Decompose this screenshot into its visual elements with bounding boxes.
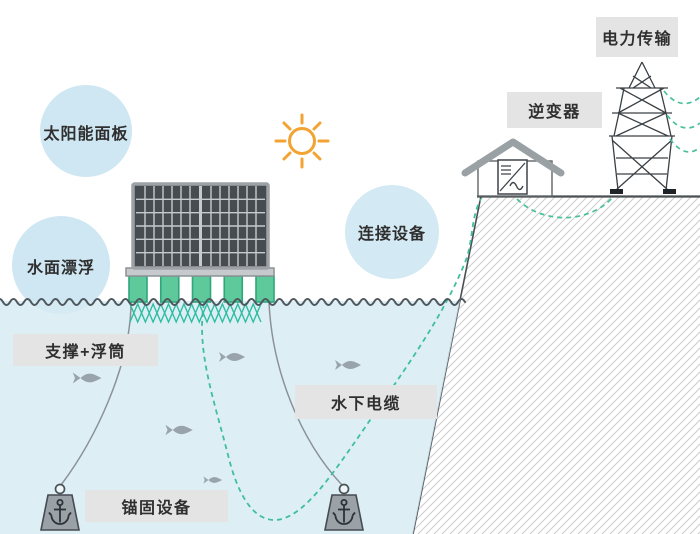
inverter-symbol-icon xyxy=(497,159,528,195)
label-connection-device: 连接设备 xyxy=(357,226,426,243)
transmission-tower-icon xyxy=(609,61,676,194)
shore-cable-line xyxy=(516,197,613,219)
solar-platform xyxy=(125,182,275,303)
label-support-buoy: 支撑+浮筒 xyxy=(13,334,158,366)
sun-icon xyxy=(274,113,330,169)
power-line-wires xyxy=(663,90,700,153)
bubble-solar-panel xyxy=(40,85,132,177)
hatched-shore xyxy=(412,195,700,534)
truss-zigzag xyxy=(129,302,262,324)
water-wave xyxy=(0,298,466,306)
label-water-surface-floating: 水面漂浮 xyxy=(26,260,95,277)
label-inverter: 逆变器 xyxy=(507,92,602,128)
label-bubbles xyxy=(12,85,439,314)
bubble-connection xyxy=(345,185,439,279)
bubble-water-floating xyxy=(12,216,110,314)
mooring-line-left xyxy=(60,301,132,486)
label-solar-panel: 太阳能面板 xyxy=(43,126,129,143)
solar-panel-array xyxy=(131,182,270,270)
underwater-cable-line xyxy=(201,198,482,521)
label-anchor-device: 锚固设备 xyxy=(85,490,228,522)
label-underwater-cable: 水下电缆 xyxy=(295,385,437,419)
house-icon xyxy=(461,138,565,197)
mooring-line-right xyxy=(268,301,343,486)
label-power-transmission: 电力传输 xyxy=(596,17,678,57)
